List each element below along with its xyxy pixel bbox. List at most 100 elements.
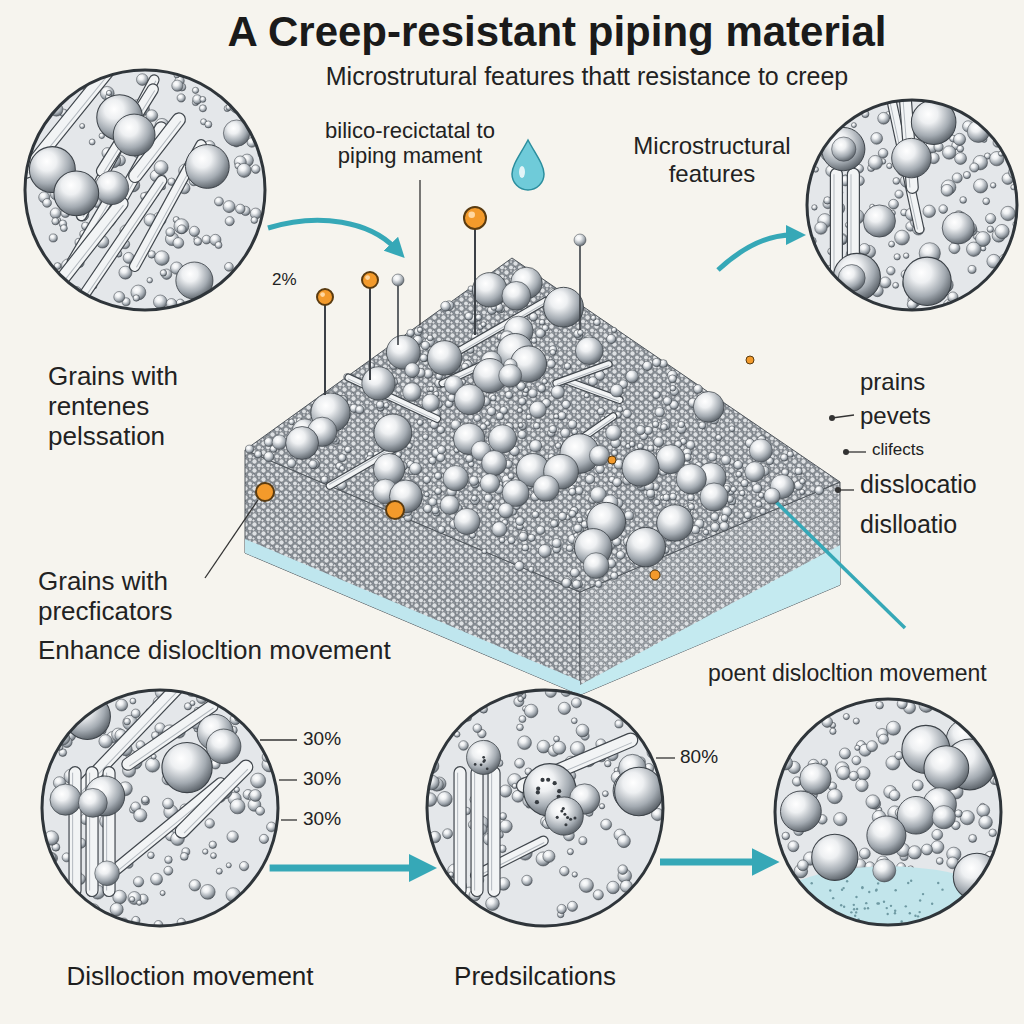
grain-sphere [859, 848, 870, 859]
grain-sphere [955, 810, 963, 818]
fine-dot [994, 889, 996, 891]
grain-sphere [423, 476, 430, 483]
grain-sphere [472, 700, 477, 705]
grain-sphere [610, 693, 623, 706]
grain-sphere [645, 888, 655, 898]
grain-sphere [787, 451, 793, 457]
grain-sphere [60, 225, 67, 232]
grain-sphere [991, 722, 998, 729]
grain-sphere [880, 277, 891, 288]
fine-dot [787, 906, 789, 908]
grain-sphere [843, 713, 849, 719]
grain-sphere [574, 234, 586, 246]
grain-sphere [457, 709, 465, 717]
fine-dot [812, 902, 814, 904]
precipitate-dot [540, 778, 544, 782]
grain-sphere [812, 205, 817, 210]
grain-sphere [215, 242, 222, 249]
grain-sphere [519, 716, 526, 723]
grain-sphere [518, 423, 523, 428]
grain-sphere [35, 271, 49, 285]
grain-sphere [611, 327, 616, 332]
grain-sphere [800, 763, 831, 794]
grain-sphere [249, 80, 257, 88]
grain-sphere [830, 728, 836, 734]
grain-inset-circle: Dislloction movement [42, 690, 278, 926]
grain-sphere [547, 360, 555, 368]
rod-grain [454, 767, 466, 897]
circle-outline [42, 690, 278, 926]
grain-sphere [67, 717, 75, 725]
inset-content [17, 46, 268, 311]
grain-sphere [423, 793, 437, 807]
grain-sphere [812, 834, 858, 880]
grain-sphere [851, 123, 856, 128]
precipitate-dot [566, 816, 569, 819]
grain-sphere [89, 914, 97, 922]
grain-sphere [259, 834, 268, 843]
pin-shine [320, 292, 325, 297]
grain-sphere [558, 702, 570, 714]
grain-sphere [437, 792, 452, 807]
grain-sphere [782, 736, 792, 746]
grain-sphere [711, 523, 720, 532]
grain-sphere [895, 190, 903, 198]
grain-sphere [438, 526, 445, 533]
fine-dot [900, 920, 902, 922]
grain-sphere [818, 300, 831, 313]
grain-sphere [795, 468, 802, 475]
grain-sphere [593, 890, 603, 900]
grain-sphere [78, 914, 92, 928]
callout-label: bilico-recictatal to piping mament [300, 118, 520, 169]
grain-sphere [955, 153, 967, 165]
grain-sphere [989, 829, 997, 837]
inset-border [42, 690, 278, 926]
callout-label: Microstructural features [612, 132, 812, 187]
fine-dot [867, 907, 869, 909]
grain-sphere [267, 714, 279, 726]
grain-sphere [254, 451, 261, 458]
grain-sphere [428, 891, 440, 903]
grain-sphere [663, 397, 672, 406]
leader-dot [829, 415, 835, 421]
grain-sphere [995, 127, 1002, 134]
grain-sphere [923, 205, 936, 218]
grain-sphere [200, 96, 206, 102]
grain-sphere [971, 913, 978, 920]
grain-sphere [69, 66, 83, 80]
grain-sphere [859, 243, 870, 254]
callout-number: 30% [303, 808, 341, 830]
grain-sphere [782, 832, 790, 840]
grain-sphere [780, 791, 821, 832]
inset-ground [42, 690, 278, 926]
grain-sphere [519, 422, 527, 430]
rod-shade [457, 773, 458, 891]
grain-sphere [487, 407, 496, 416]
fine-dot [977, 900, 979, 902]
grain-sphere [40, 746, 47, 753]
grain-sphere [459, 741, 469, 751]
grain-sphere [866, 795, 880, 809]
grain-sphere [839, 748, 850, 759]
fine-dot [941, 888, 943, 890]
precipitate-dot [480, 764, 483, 767]
grain-sphere [968, 265, 976, 273]
grain-sphere [498, 503, 513, 518]
grain-sphere [615, 720, 623, 728]
grain-sphere [646, 489, 654, 497]
fine-dot [776, 914, 778, 916]
grain-sphere [236, 918, 243, 925]
grain-sphere [36, 80, 45, 89]
grain-sphere [106, 90, 111, 95]
fine-dot [811, 882, 813, 884]
grain-sphere [585, 475, 594, 484]
grain-sphere [203, 849, 208, 854]
precipitate-dot [564, 823, 567, 826]
leader-dot [843, 449, 849, 455]
grain-sphere [857, 767, 871, 781]
grain-sphere [499, 364, 522, 387]
grain-sphere [151, 873, 163, 885]
grain-sphere [687, 494, 694, 501]
grain-sphere [844, 298, 856, 310]
rod-body [471, 767, 483, 897]
